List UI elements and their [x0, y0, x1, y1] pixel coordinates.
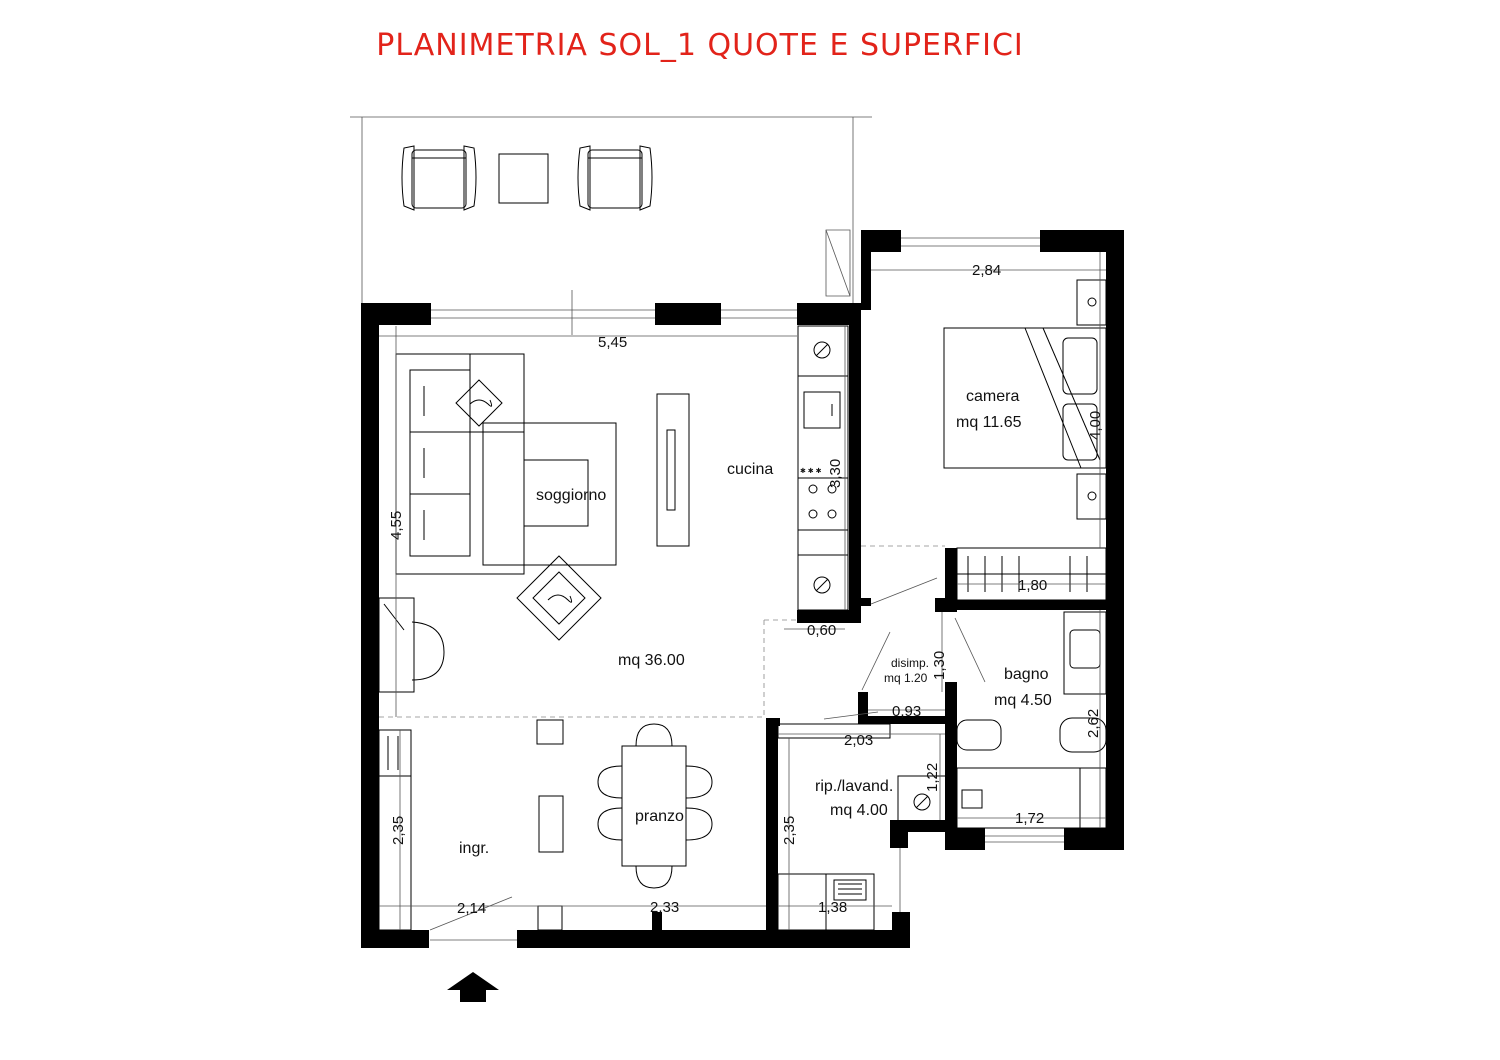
coffee-table-terrace — [498, 153, 549, 204]
dining-table — [597, 723, 713, 889]
zone-separators — [379, 545, 945, 718]
dim-0-60: 0,60 — [807, 622, 836, 639]
armchair-living — [516, 555, 602, 641]
toilet-icon — [956, 719, 1002, 751]
label-disimp-area: mq 1.20 — [884, 671, 928, 685]
label-ingresso: ingr. — [459, 840, 489, 857]
dim-2-35-entrance: 2,35 — [390, 816, 407, 845]
cushion-icon — [455, 379, 503, 427]
label-bagno-area: mq 4.50 — [994, 692, 1052, 709]
pouf — [536, 719, 564, 745]
washbasin-icon — [1063, 611, 1107, 695]
label-soggiorno: soggiorno — [536, 487, 606, 504]
dim-1-72: 1,72 — [1015, 810, 1044, 827]
plan-title: PLANIMETRIA SOL_1 QUOTE E SUPERFICI — [376, 28, 1024, 63]
terrace — [350, 116, 872, 303]
dim-2-33: 2,33 — [650, 899, 679, 916]
dim-1-38: 1,38 — [818, 899, 847, 916]
doors — [429, 577, 986, 941]
walls — [361, 230, 1124, 948]
desk — [378, 597, 445, 693]
label-ripostiglio: rip./lavand. — [815, 778, 893, 795]
wardrobe — [956, 547, 1107, 601]
nightstand-bottom — [1076, 473, 1107, 520]
dim-1-30: 1,30 — [931, 651, 948, 680]
dim-4-00: 4,00 — [1087, 411, 1104, 440]
dim-2-14: 2,14 — [457, 900, 486, 917]
bidet-icon — [1059, 717, 1107, 753]
label-ripostiglio-area: mq 4.00 — [830, 802, 888, 819]
laundry-fixtures — [777, 723, 947, 931]
label-pranzo: pranzo — [635, 808, 684, 825]
dimension-lines — [379, 252, 1106, 930]
label-cucina: cucina — [727, 461, 773, 478]
dim-0-93: 0,93 — [892, 703, 921, 720]
shower-icon — [956, 767, 1107, 829]
dim-2-62: 2,62 — [1085, 709, 1102, 738]
dim-5-45: 5,45 — [598, 334, 627, 351]
bathroom-fixtures — [956, 611, 1107, 829]
label-bagno: bagno — [1004, 666, 1049, 683]
entrance-wardrobe — [378, 729, 412, 931]
dim-2-03: 2,03 — [844, 732, 873, 749]
label-disimp: disimp. — [891, 656, 929, 670]
dim-2-35-laundry: 2,35 — [781, 816, 798, 845]
entrance-arrow-icon — [447, 972, 499, 1002]
bed — [943, 327, 1107, 469]
label-camera-area: mq 11.65 — [956, 414, 1022, 431]
nightstand-top — [1076, 279, 1107, 326]
dim-1-80: 1,80 — [1018, 577, 1047, 594]
kitchen-controls: ✱ ✱ ✱ — [800, 467, 822, 475]
kitchen-counter — [797, 325, 849, 611]
label-living-area: mq 36.00 — [618, 652, 685, 669]
svg-text:✱ ✱ ✱: ✱ ✱ ✱ — [800, 467, 822, 475]
armchair-left — [401, 145, 477, 211]
dim-4-55: 4,55 — [388, 511, 405, 540]
windows — [431, 229, 1064, 912]
kitchen-sink-icon — [803, 391, 841, 429]
dim-2-84: 2,84 — [972, 262, 1001, 279]
coffee-table — [523, 459, 589, 527]
dim-3-30: 3,30 — [827, 459, 844, 488]
tv-unit — [656, 393, 690, 547]
shoe-cabinet-small — [537, 905, 563, 931]
dim-1-22: 1,22 — [924, 763, 941, 792]
bench — [538, 795, 564, 853]
label-camera: camera — [966, 388, 1019, 405]
armchair-right — [577, 145, 653, 211]
sofa — [395, 353, 525, 575]
